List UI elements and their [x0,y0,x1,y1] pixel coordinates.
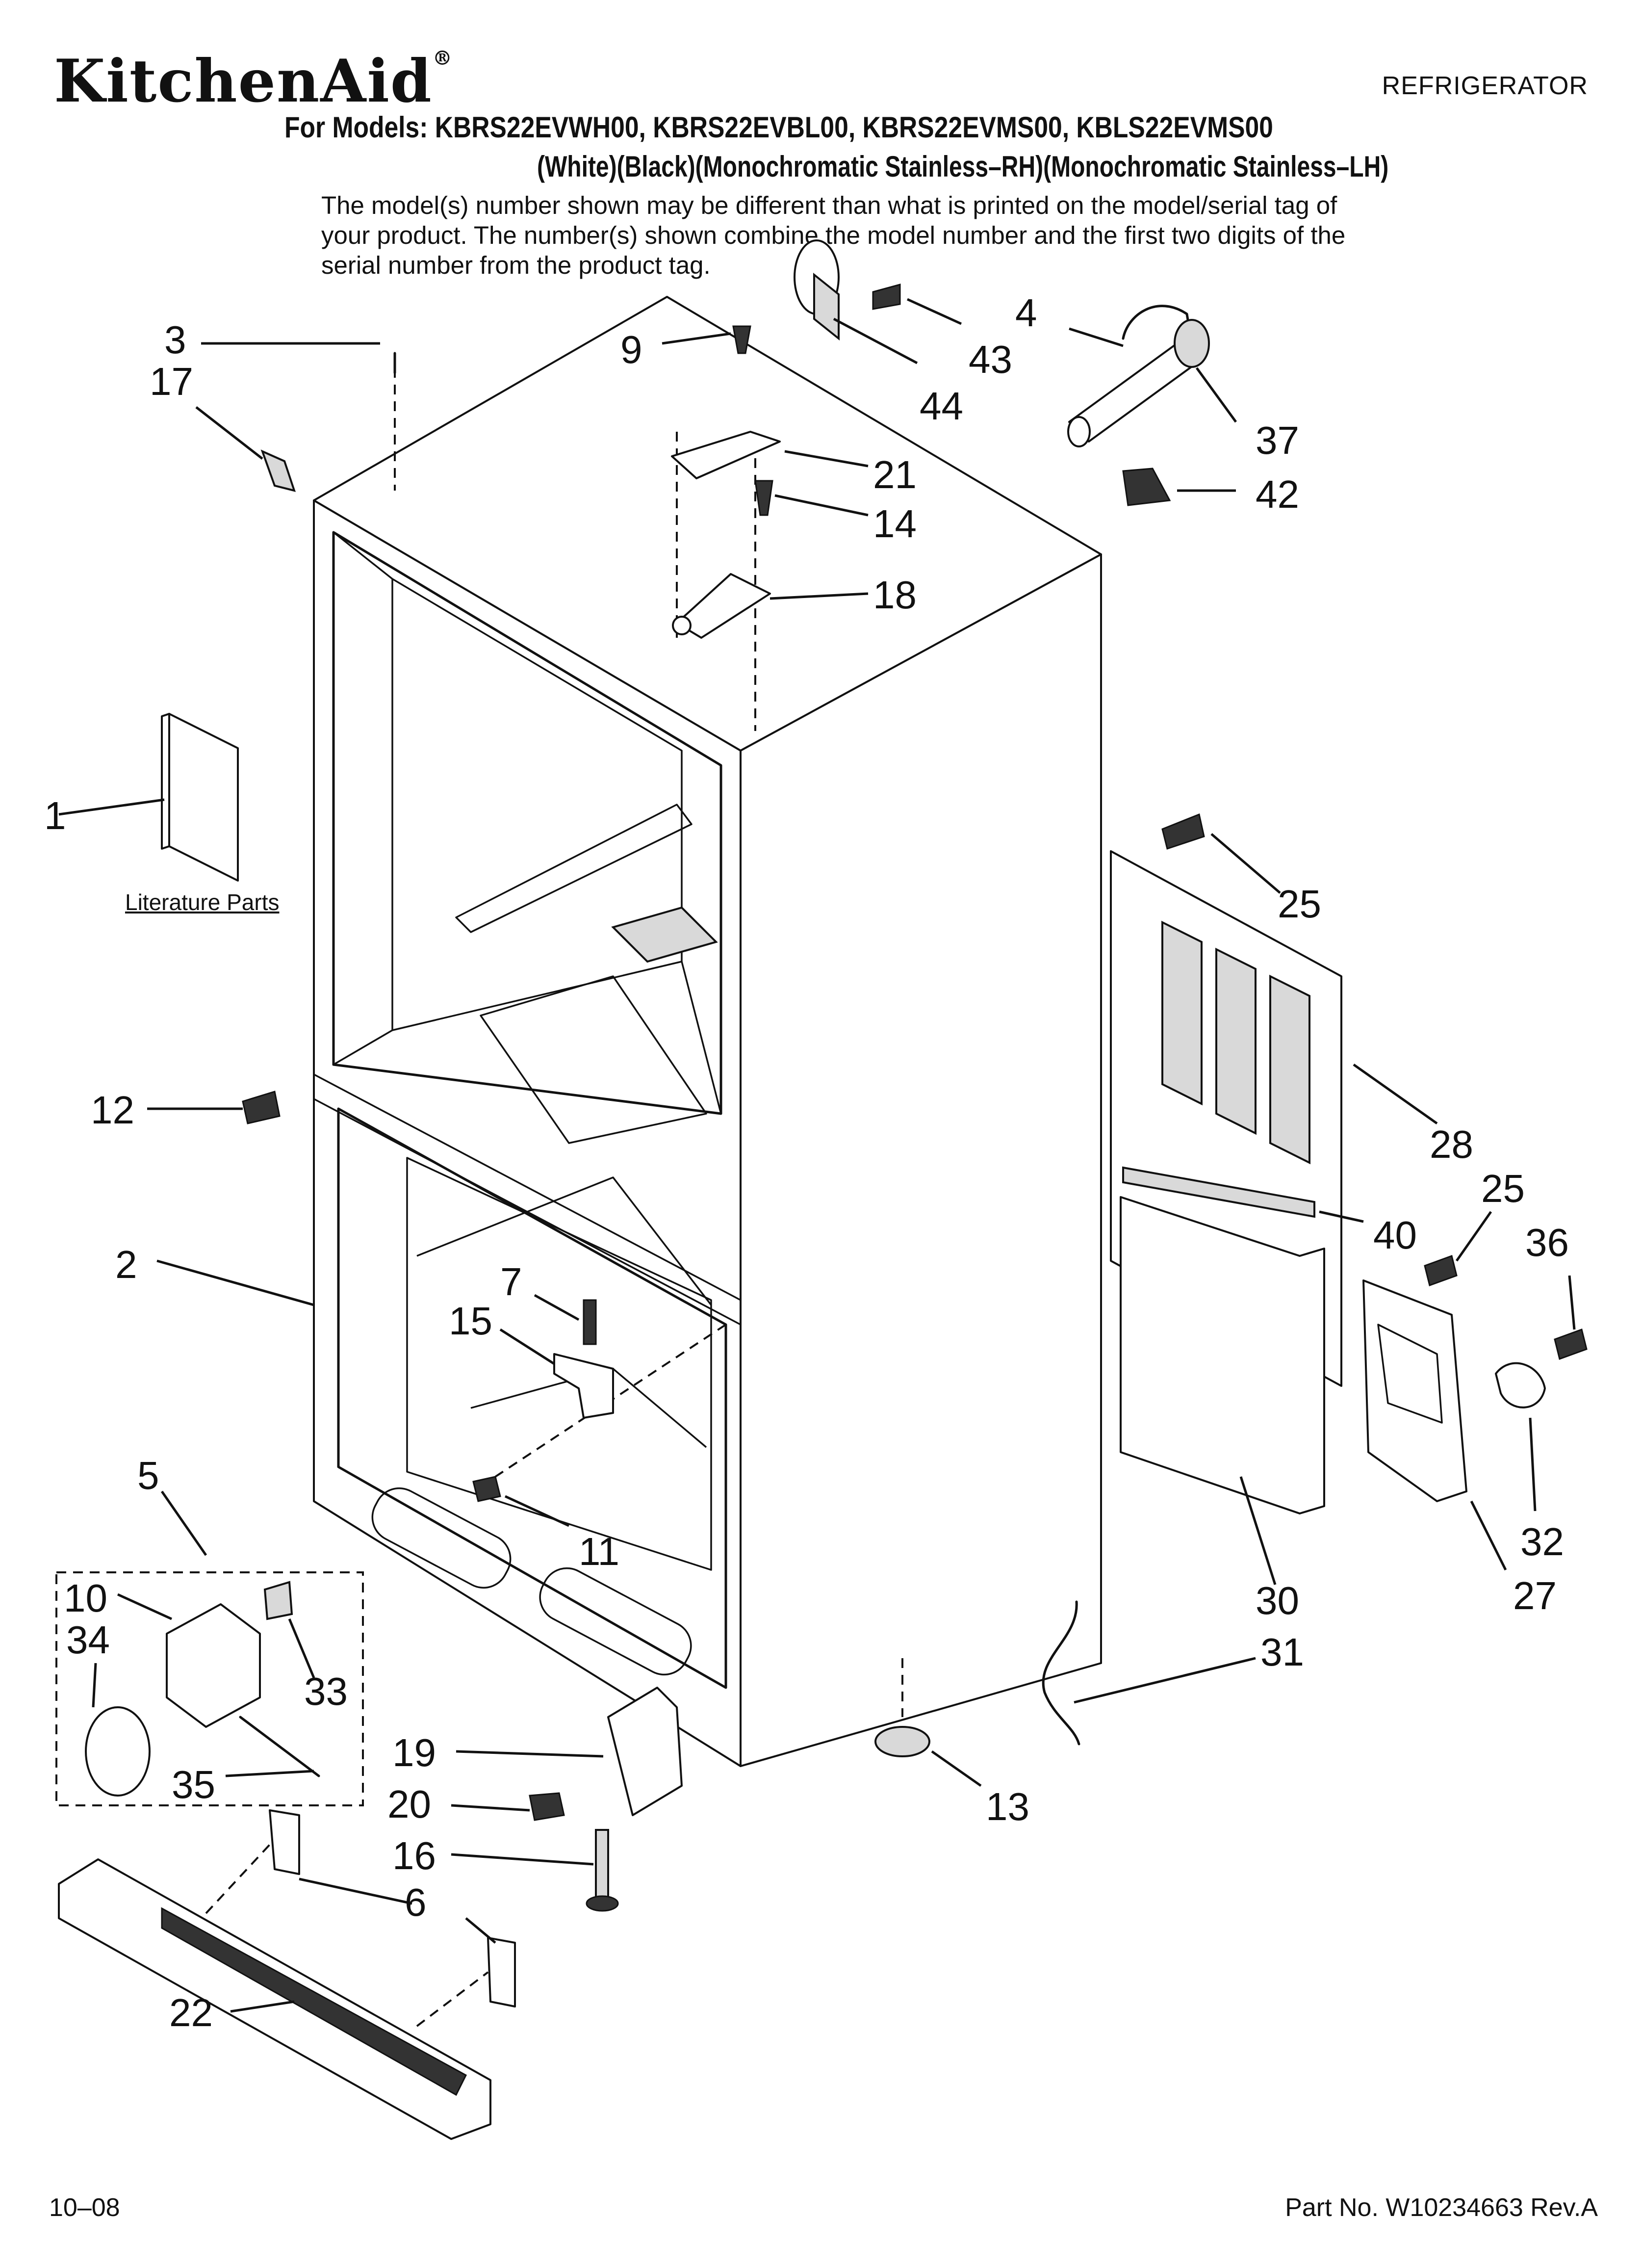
registered-mark: ® [432,47,453,70]
callout-44: 44 [920,384,963,428]
part-43-screw [872,284,901,310]
part-34-roller [85,1706,151,1797]
callout-1: 1 [44,794,66,837]
air-duct [455,804,693,933]
callout-22: 22 [169,1991,213,2034]
callout-3: 3 [164,318,186,362]
callout-42: 42 [1256,472,1299,516]
part-9-screw [732,325,751,354]
brand-logo: KitchenAid® [54,47,453,116]
part-11-screw [472,1476,501,1502]
callout-12: 12 [91,1088,134,1132]
part-15-bracket [553,1353,614,1419]
cabinet [313,296,1102,1767]
mullion [313,1073,742,1326]
callout-4: 4 [1015,291,1037,335]
part-27-bracket [1362,1279,1467,1502]
part-number: Part No. W10234663 Rev.A [1285,2193,1598,2222]
callout-32: 32 [1520,1520,1564,1564]
literature-parts [168,713,239,882]
part-42-clip [1122,468,1171,506]
part-16-leveler [595,1829,609,1900]
leader-lines [58,298,1576,2013]
part-4-tube [1122,305,1193,345]
callout-21: 21 [873,453,917,496]
callout-2: 2 [115,1243,137,1286]
callout-35: 35 [172,1763,215,1806]
callout-5: 5 [137,1454,159,1497]
part-36-screw [1554,1329,1588,1360]
cabinet-front [313,499,742,1767]
callout-17: 17 [150,360,193,403]
callout-36: 36 [1525,1221,1569,1264]
part-30-insulation [1120,1196,1325,1514]
part-18-top-hinge [676,573,771,639]
part-21-hinge-cover [671,431,781,479]
part-33-clip [263,1581,293,1620]
callout-33: 33 [304,1669,348,1713]
part-10-roller-bracket [166,1603,261,1728]
callout-14: 14 [873,502,917,546]
callout-7: 7 [500,1260,522,1303]
callout-34: 34 [66,1618,110,1662]
part-19-bottom-hinge [607,1687,683,1816]
callout-10: 10 [64,1576,107,1620]
part-13-leveling-foot [874,1726,930,1757]
variants-line: (White)(Black)(Monochromatic Stainless–R… [537,150,1389,183]
callout-40: 40 [1373,1213,1417,1257]
callout-11: 11 [579,1530,619,1573]
part-35-axle [239,1716,320,1777]
freezer-back [406,1157,712,1571]
part-32-clamp [1495,1362,1546,1408]
callout-16: 16 [392,1834,436,1877]
part-12-screw [242,1091,281,1124]
callout-25-upper: 25 [1278,882,1321,926]
brand-name: KitchenAid [54,47,433,116]
part-25-screw-upper [1161,813,1205,850]
part-17-clip [260,449,296,492]
callout-28: 28 [1430,1122,1473,1166]
fresh-food-floor-pan [480,975,707,1144]
callout-31: 31 [1260,1630,1304,1674]
model-note: The model(s) number shown may be differe… [321,191,1346,279]
cabinet-right-side [740,553,1102,1767]
models-line: For Models: KBRS22EVWH00, KBRS22EVBL00, … [284,111,1273,144]
part-14-screw [754,480,773,516]
callout-15: 15 [449,1299,492,1343]
callout-13: 13 [986,1785,1029,1828]
literature-parts-label: Literature Parts [125,889,280,915]
roller-assembly-group [55,1571,364,1806]
part-6-clip-right [487,1937,516,2007]
part-31-drain-tube [1042,1600,1080,1746]
part-20-screw [529,1792,565,1821]
callout-43: 43 [969,338,1012,381]
revision-date: 10–08 [49,2193,120,2222]
vent-louvres [1161,920,1310,1165]
part-25-screw-lower [1424,1255,1458,1286]
product-category: REFRIGERATOR [1382,72,1588,100]
callout-25-lower: 25 [1481,1167,1525,1210]
callout-9: 9 [620,328,642,371]
callout-18: 18 [873,573,917,617]
part-40-seal-strip [1122,1166,1315,1218]
callout-numbers: 3 17 1 9 21 14 18 44 43 4 37 42 12 2 25 … [44,291,1569,2034]
callout-6: 6 [405,1880,427,1924]
callout-30: 30 [1256,1579,1299,1622]
callout-37: 37 [1256,418,1299,462]
air-vent [611,906,718,963]
part-6-clip-left [269,1809,300,1875]
part-7-pin [583,1299,597,1345]
callout-20: 20 [387,1782,431,1826]
freezer-opening [337,1107,727,1689]
callout-19: 19 [392,1731,436,1774]
callout-27: 27 [1513,1574,1557,1617]
